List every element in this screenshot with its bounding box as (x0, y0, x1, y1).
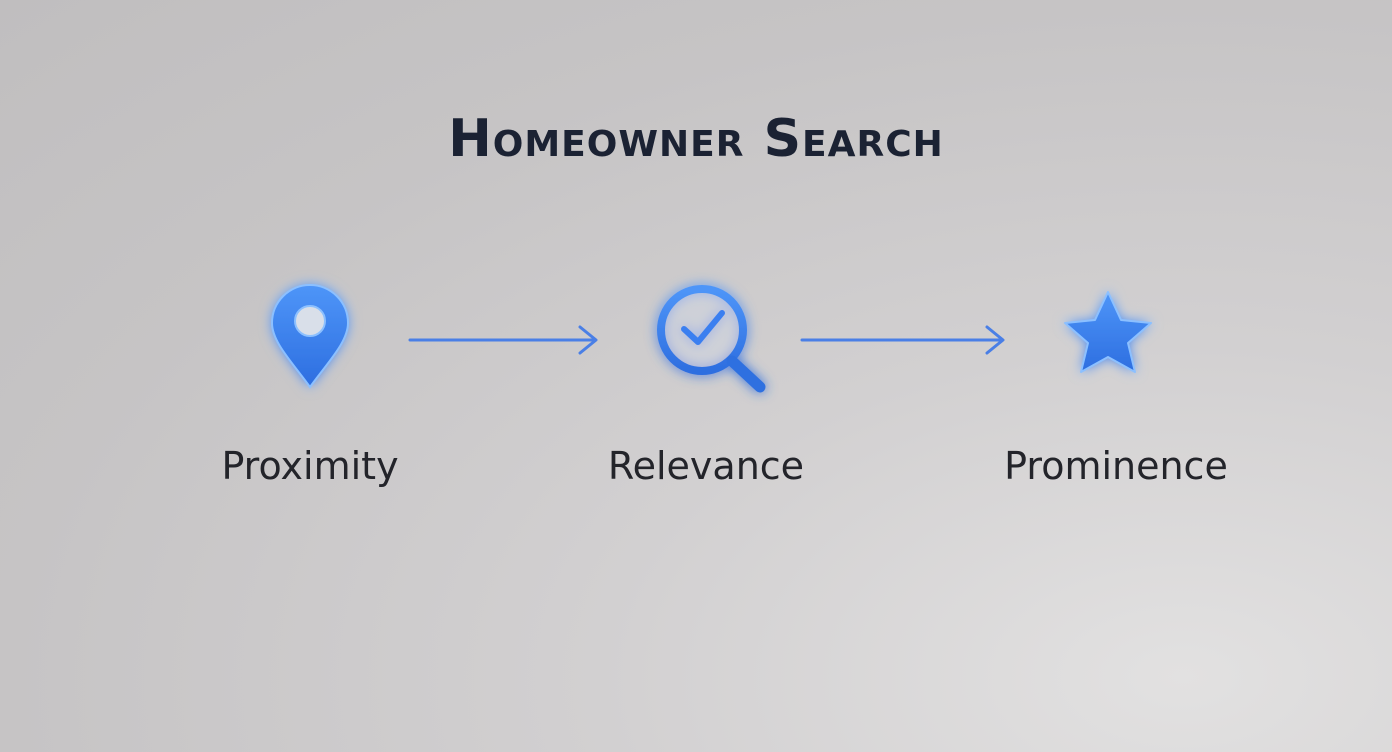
step-label-proximity: Proximity (221, 444, 399, 488)
arrow-2 (800, 325, 1005, 355)
step-label-prominence: Prominence (1004, 444, 1228, 488)
step-label-relevance: Relevance (607, 444, 805, 488)
diagram-title: Homeowner Search (448, 109, 944, 169)
arrow-1 (408, 325, 598, 355)
location-pin-icon (270, 284, 350, 389)
star-icon (1064, 291, 1152, 373)
magnifier-check-icon (657, 285, 766, 393)
